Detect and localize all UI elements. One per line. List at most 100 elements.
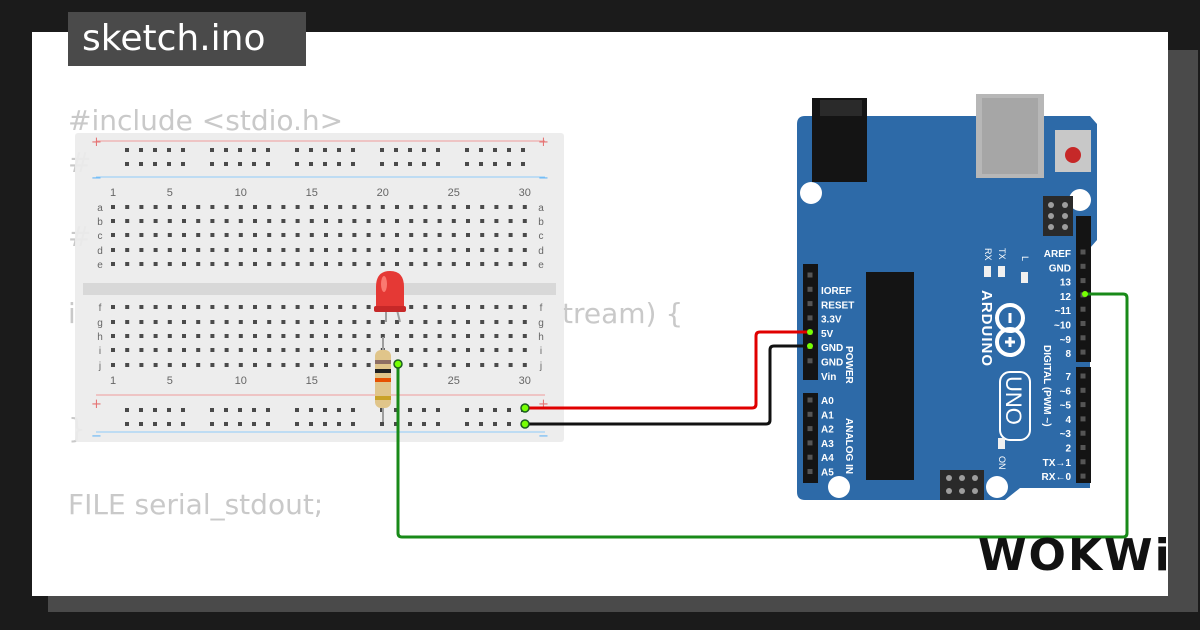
breadboard-hole[interactable] bbox=[224, 348, 229, 352]
breadboard-hole[interactable] bbox=[238, 148, 242, 152]
breadboard-hole[interactable] bbox=[338, 363, 343, 367]
header-pin[interactable] bbox=[1080, 249, 1086, 255]
breadboard-hole[interactable] bbox=[423, 320, 428, 324]
breadboard-hole[interactable] bbox=[394, 162, 398, 166]
breadboard-hole[interactable] bbox=[153, 162, 157, 166]
breadboard-hole[interactable] bbox=[466, 248, 470, 252]
breadboard-hole[interactable] bbox=[125, 262, 130, 266]
breadboard-hole[interactable] bbox=[507, 422, 511, 426]
breadboard-hole[interactable] bbox=[224, 219, 229, 223]
breadboard-hole[interactable] bbox=[324, 205, 328, 209]
breadboard-hole[interactable] bbox=[295, 348, 300, 352]
breadboard-hole[interactable] bbox=[423, 305, 428, 309]
breadboard-hole[interactable] bbox=[352, 348, 357, 352]
resistor[interactable] bbox=[375, 337, 391, 422]
breadboard-hole[interactable] bbox=[224, 408, 228, 412]
breadboard-hole[interactable] bbox=[451, 262, 456, 266]
header-pin[interactable] bbox=[1080, 459, 1086, 465]
breadboard-hole[interactable] bbox=[309, 320, 314, 324]
breadboard-hole[interactable] bbox=[267, 248, 272, 252]
breadboard-hole[interactable] bbox=[167, 262, 172, 266]
breadboard-hole[interactable] bbox=[181, 408, 185, 412]
breadboard-hole[interactable] bbox=[309, 148, 313, 152]
header-pin[interactable] bbox=[807, 272, 813, 278]
breadboard-hole[interactable] bbox=[252, 408, 256, 412]
header-pin[interactable] bbox=[807, 315, 813, 321]
breadboard-hole[interactable] bbox=[224, 262, 229, 266]
breadboard-hole[interactable] bbox=[281, 248, 286, 252]
breadboard-hole[interactable] bbox=[394, 422, 398, 426]
breadboard-hole[interactable] bbox=[466, 262, 470, 266]
header-pin[interactable] bbox=[807, 358, 813, 364]
breadboard-hole[interactable] bbox=[451, 305, 456, 309]
breadboard-hole[interactable] bbox=[111, 334, 115, 338]
breadboard-hole[interactable] bbox=[196, 334, 201, 338]
breadboard-hole[interactable] bbox=[167, 334, 172, 338]
breadboard-hole[interactable] bbox=[253, 233, 257, 237]
breadboard-hole[interactable] bbox=[422, 162, 426, 166]
breadboard-hole[interactable] bbox=[267, 320, 272, 324]
breadboard-hole[interactable] bbox=[422, 408, 426, 412]
breadboard-hole[interactable] bbox=[125, 162, 129, 166]
breadboard-hole[interactable] bbox=[266, 148, 270, 152]
breadboard-hole[interactable] bbox=[153, 363, 158, 367]
breadboard-hole[interactable] bbox=[337, 162, 341, 166]
breadboard-hole[interactable] bbox=[167, 219, 172, 223]
breadboard-hole[interactable] bbox=[466, 305, 470, 309]
breadboard-hole[interactable] bbox=[139, 233, 144, 237]
breadboard-hole[interactable] bbox=[238, 422, 242, 426]
breadboard-hole[interactable] bbox=[508, 334, 513, 338]
breadboard-hole[interactable] bbox=[338, 320, 343, 324]
breadboard-hole[interactable] bbox=[394, 148, 398, 152]
breadboard-hole[interactable] bbox=[465, 422, 469, 426]
breadboard-hole[interactable] bbox=[267, 262, 272, 266]
header-pin[interactable] bbox=[807, 397, 813, 403]
breadboard-hole[interactable] bbox=[493, 408, 497, 412]
breadboard-hole[interactable] bbox=[153, 334, 158, 338]
breadboard-hole[interactable] bbox=[324, 363, 328, 367]
breadboard-hole[interactable] bbox=[139, 305, 144, 309]
breadboard-hole[interactable] bbox=[252, 422, 256, 426]
breadboard-hole[interactable] bbox=[167, 348, 172, 352]
breadboard-hole[interactable] bbox=[210, 233, 215, 237]
breadboard-hole[interactable] bbox=[309, 363, 314, 367]
breadboard-hole[interactable] bbox=[224, 363, 229, 367]
breadboard-hole[interactable] bbox=[409, 334, 414, 338]
breadboard-hole[interactable] bbox=[125, 363, 130, 367]
breadboard-hole[interactable] bbox=[352, 219, 357, 223]
breadboard-hole[interactable] bbox=[323, 408, 327, 412]
breadboard-hole[interactable] bbox=[125, 348, 130, 352]
breadboard-hole[interactable] bbox=[508, 248, 513, 252]
header-pin[interactable] bbox=[1080, 402, 1086, 408]
breadboard-hole[interactable] bbox=[139, 205, 144, 209]
breadboard-hole[interactable] bbox=[181, 148, 185, 152]
breadboard-hole[interactable] bbox=[451, 248, 456, 252]
breadboard-hole[interactable] bbox=[281, 262, 286, 266]
breadboard-hole[interactable] bbox=[167, 363, 172, 367]
breadboard-hole[interactable] bbox=[125, 320, 130, 324]
breadboard-hole[interactable] bbox=[253, 320, 257, 324]
breadboard-hole[interactable] bbox=[437, 248, 442, 252]
header-pin[interactable] bbox=[1080, 306, 1086, 312]
header-pin[interactable] bbox=[1080, 430, 1086, 436]
breadboard-hole[interactable] bbox=[436, 408, 440, 412]
breadboard-hole[interactable] bbox=[267, 233, 272, 237]
breadboard-hole[interactable] bbox=[437, 320, 442, 324]
breadboard-hole[interactable] bbox=[522, 348, 527, 352]
breadboard-hole[interactable] bbox=[210, 248, 215, 252]
breadboard-hole[interactable] bbox=[494, 348, 499, 352]
breadboard-hole[interactable] bbox=[238, 348, 243, 352]
breadboard-hole[interactable] bbox=[295, 148, 299, 152]
breadboard-hole[interactable] bbox=[395, 262, 399, 266]
breadboard-hole[interactable] bbox=[224, 205, 229, 209]
breadboard-hole[interactable] bbox=[423, 348, 428, 352]
breadboard-hole[interactable] bbox=[395, 219, 399, 223]
breadboard-hole[interactable] bbox=[125, 205, 130, 209]
breadboard-hole[interactable] bbox=[338, 219, 343, 223]
breadboard-hole[interactable] bbox=[281, 348, 286, 352]
breadboard-hole[interactable] bbox=[479, 148, 483, 152]
breadboard-hole[interactable] bbox=[380, 422, 384, 426]
breadboard-hole[interactable] bbox=[408, 408, 412, 412]
breadboard-hole[interactable] bbox=[252, 162, 256, 166]
breadboard-hole[interactable] bbox=[436, 162, 440, 166]
